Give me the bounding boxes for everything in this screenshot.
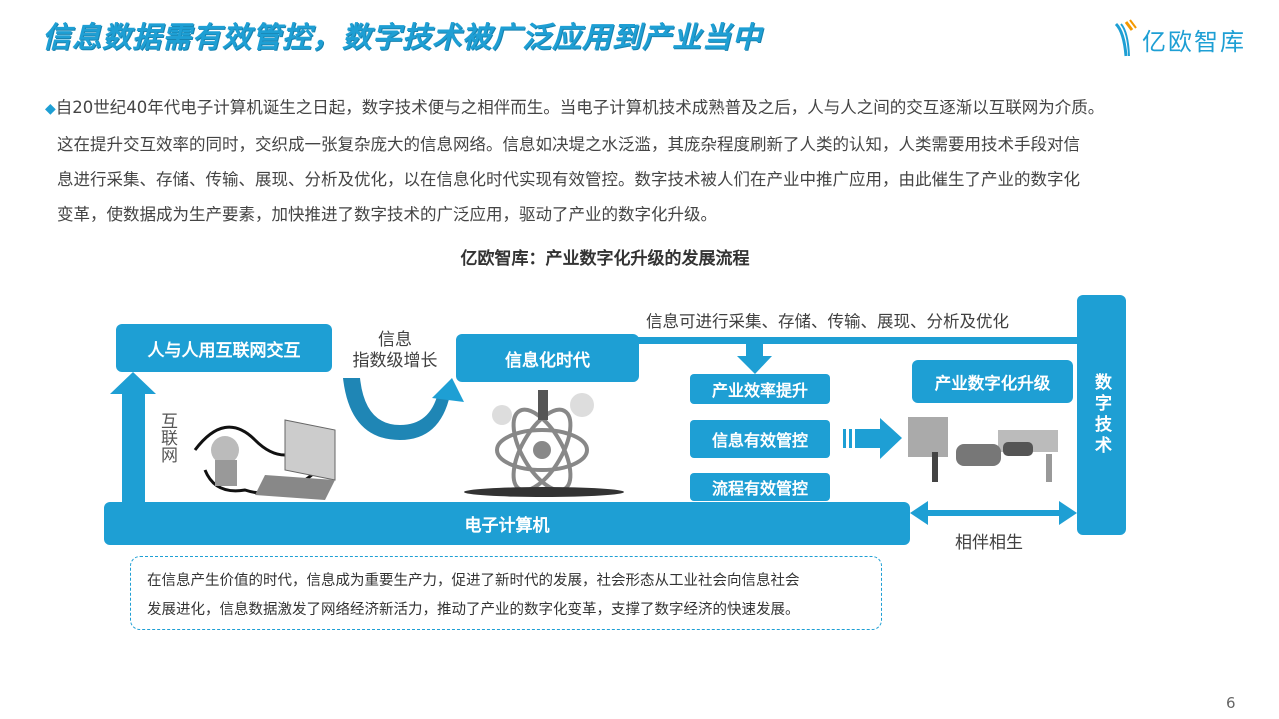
logo-text: 亿欧智库 — [1142, 28, 1246, 56]
diagram-title: 亿欧智库：产业数字化升级的发展流程 — [460, 249, 750, 269]
internet-interaction-box: 人与人用互联网交互 — [116, 324, 332, 372]
outcome-info-control-box: 信息有效管控 — [690, 420, 830, 458]
intro-line: 息进行采集、存储、传输、展现、分析及优化，以在信息化时代实现有效管控。数字技术被… — [57, 170, 1080, 189]
logo: 亿欧智库 — [1112, 18, 1252, 58]
summary-box: 在信息产生价值的时代，信息成为重要生产力，促进了新时代的发展，社会形态从工业社会… — [130, 556, 882, 630]
curved-arrow-icon — [343, 378, 464, 440]
intro-paragraph: ◆自20世纪40年代电子计算机诞生之日起，数字技术便与之相伴而生。当电子计算机技… — [45, 90, 1235, 232]
down-arrow-icon — [737, 343, 772, 374]
internet-label: 互联网 — [157, 412, 177, 463]
growth-label: 信息指数级增长 — [345, 330, 445, 372]
intro-line: 变革，使数据成为生产要素，加快推进了数字技术的广泛应用，驱动了产业的数字化升级。 — [57, 205, 717, 224]
intro-line: 自20世纪40年代电子计算机诞生之日起，数字技术便与之相伴而生。当电子计算机技术… — [55, 98, 1105, 117]
atom-illustration — [464, 390, 624, 497]
growth-label-line: 信息 — [378, 330, 412, 350]
info-ops-label: 信息可进行采集、存储、传输、展现、分析及优化 — [646, 312, 1009, 331]
computer-bar: 电子计算机 — [104, 502, 910, 545]
coexist-label: 相伴相生 — [955, 533, 1023, 553]
growth-label-line: 指数级增长 — [352, 351, 438, 371]
summary-line: 发展进化，信息数据激发了网络经济新活力，推动了产业的数字化变革，支撑了数字经济的… — [147, 602, 800, 618]
summary-line: 在信息产生价值的时代，信息成为重要生产力，促进了新时代的发展，社会形态从工业社会… — [147, 573, 800, 589]
industry-upgrade-box: 产业数字化升级 — [912, 360, 1073, 403]
diamond-bullet-icon: ◆ — [45, 101, 56, 117]
digital-tech-box: 数字技术 — [1077, 295, 1126, 535]
intro-line: 这在提升交互效率的同时，交织成一张复杂庞大的信息网络。信息如决堤之水泛滥，其庞杂… — [57, 135, 1080, 154]
page-title: 信息数据需有效管控，数字技术被广泛应用到产业当中 — [42, 20, 763, 54]
outcome-process-control-box: 流程有效管控 — [690, 473, 830, 501]
info-ops-line — [636, 337, 1081, 344]
right-arrow-icon — [843, 418, 902, 459]
logo-icon — [1114, 19, 1137, 57]
outcome-efficiency-box: 产业效率提升 — [690, 374, 830, 404]
double-arrow-icon — [910, 501, 1077, 525]
up-arrow-icon — [110, 372, 156, 504]
page-number: 6 — [1226, 694, 1236, 712]
info-era-box: 信息化时代 — [456, 334, 639, 382]
city-illustration — [908, 417, 1058, 482]
internet-illustration — [193, 419, 336, 500]
